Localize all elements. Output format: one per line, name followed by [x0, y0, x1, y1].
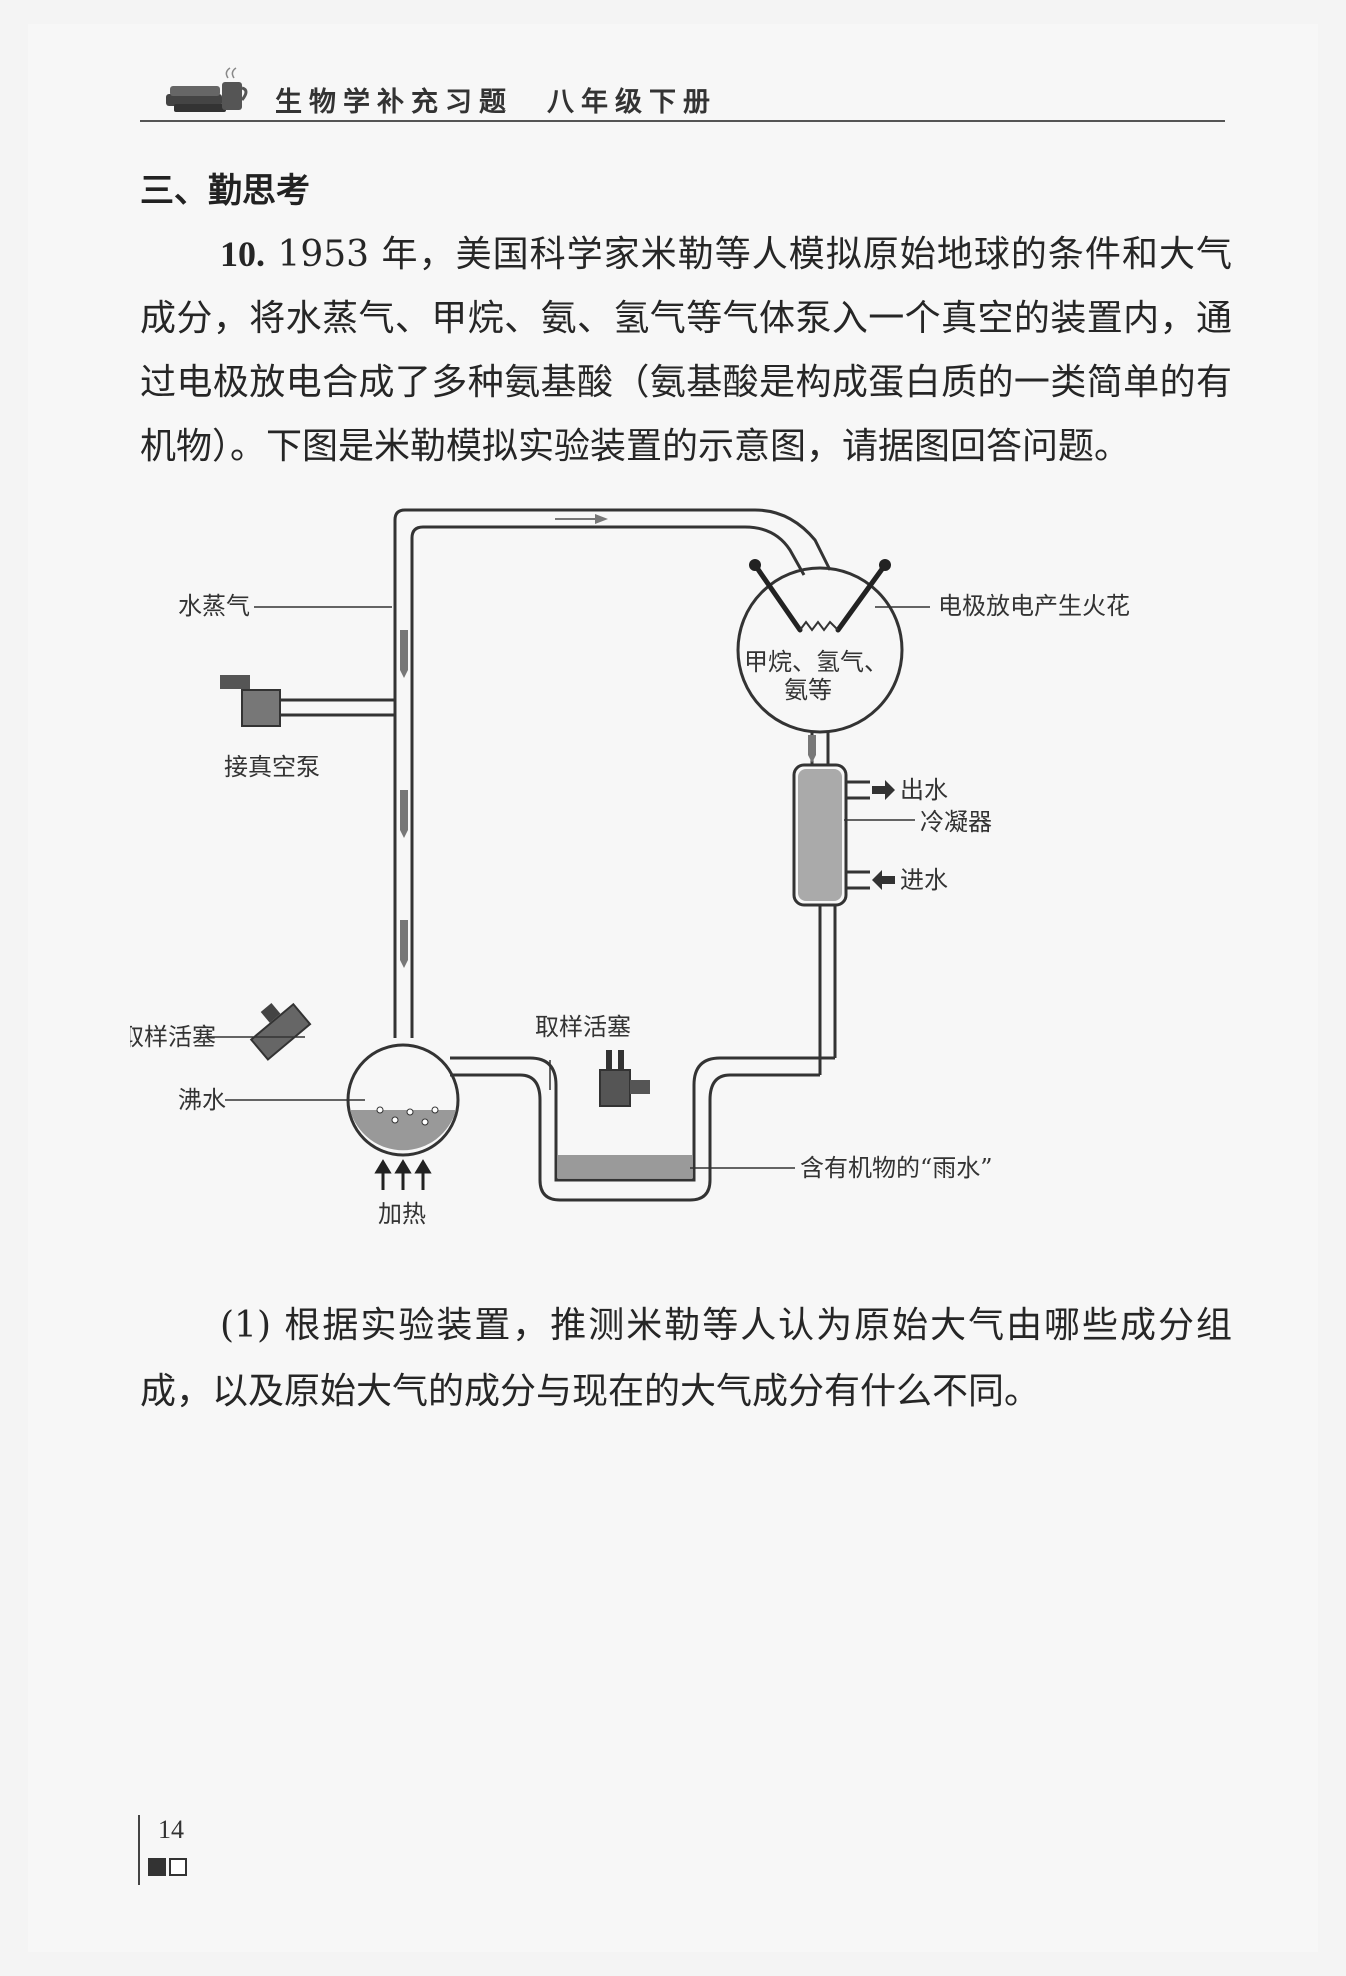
spark-icon	[799, 620, 839, 632]
question-10: 10. 1953 年，美国科学家米勒等人模拟原始地球的条件和大气成分，将水蒸气、…	[140, 222, 1232, 479]
label-sampling-valve-center: 取样活塞	[535, 1013, 631, 1041]
label-vacuum-pump: 接真空泵	[224, 753, 320, 781]
label-sampling-valve-left: 取样活塞	[130, 1023, 216, 1051]
rain-water-fill	[558, 1155, 692, 1178]
page-header: 生物学补充习题 八年级下册	[140, 60, 1225, 124]
label-electrode-spark: 电极放电产生火花	[938, 592, 1130, 620]
tube-inner	[410, 525, 806, 1038]
filled-square-icon	[148, 1858, 166, 1876]
label-water-out: 出水	[900, 776, 948, 804]
subquestion-1: (1) 根据实验装置，推测米勒等人认为原始大气由哪些成分组成，以及原始大气的成分…	[140, 1305, 1232, 1412]
condenser-fill	[798, 769, 842, 901]
center-sampling-valve-icon	[599, 1050, 650, 1107]
books-and-cup-icon	[166, 67, 248, 112]
vacuum-valve-icon	[241, 689, 281, 727]
boiling-water-fill	[350, 1110, 456, 1151]
left-sampling-valve-icon	[249, 1002, 312, 1061]
label-gas-line1: 甲烷、氢气、	[744, 648, 888, 676]
running-header-title: 生物学补充习题 八年级下册	[275, 87, 717, 118]
question-text: 1953 年，美国科学家米勒等人模拟原始地球的条件和大气成分，将水蒸气、甲烷、氨…	[140, 234, 1232, 467]
tube-outer	[393, 508, 832, 1038]
label-water-vapor: 水蒸气	[178, 592, 250, 620]
label-boiling-water: 沸水	[178, 1086, 226, 1114]
empty-square-icon	[169, 1858, 187, 1876]
header-rule	[140, 120, 1225, 122]
label-condenser: 冷凝器	[920, 808, 992, 836]
page-number: 14	[158, 1815, 184, 1844]
question-number: 10.	[220, 234, 265, 274]
footer-bar	[138, 1815, 140, 1885]
label-gas-line2: 氨等	[784, 676, 832, 704]
footer-squares-icon	[148, 1858, 190, 1877]
water-in-arrow-icon	[872, 870, 895, 890]
condenser	[792, 763, 848, 907]
section-title: 三、勤思考	[140, 171, 310, 211]
reaction-sphere	[736, 566, 904, 734]
miller-experiment-diagram: 水蒸气 接真空泵 取样活塞 沸水 加热 取样活塞 含有机物的“雨水” 电极放电产…	[130, 508, 1130, 1228]
page	[28, 24, 1318, 1952]
label-heating: 加热	[378, 1200, 426, 1228]
water-out-arrow-icon	[872, 780, 895, 800]
label-water-in: 进水	[900, 866, 948, 894]
label-rain-water: 含有机物的“雨水”	[800, 1154, 993, 1182]
